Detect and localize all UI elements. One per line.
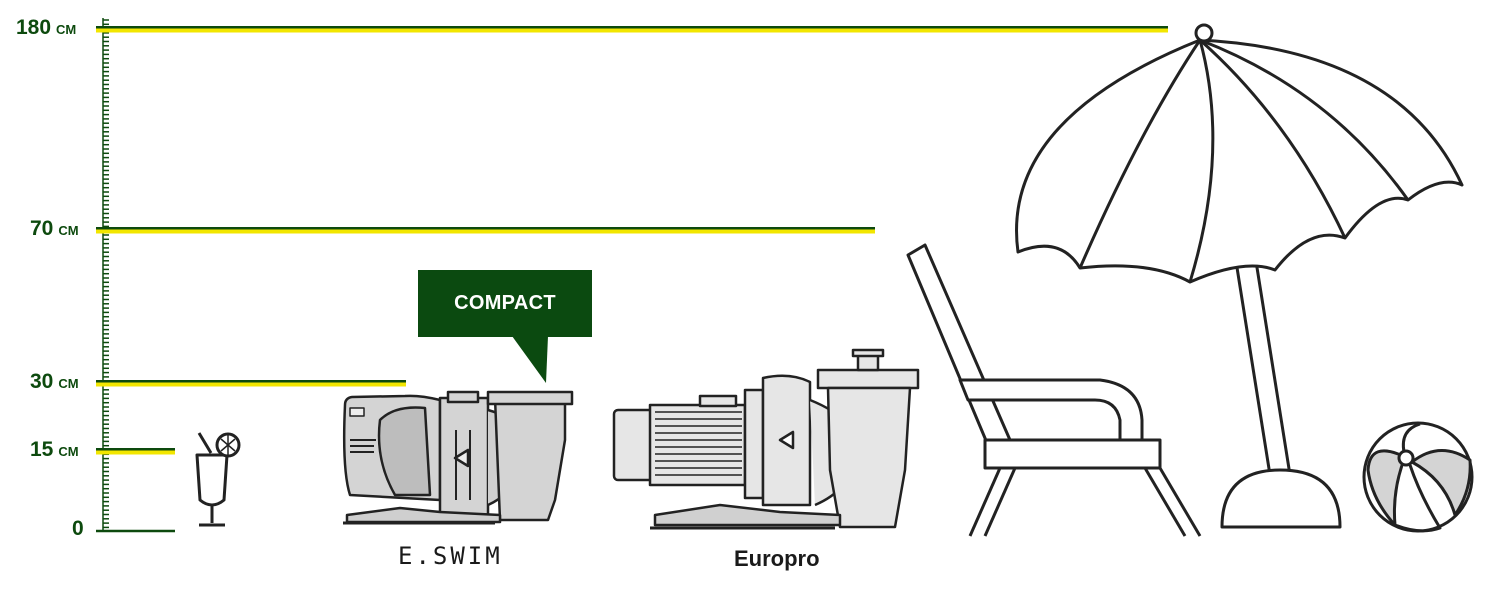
europro-caption: Europro bbox=[734, 546, 820, 571]
lounge-chair-icon bbox=[906, 243, 1202, 537]
compact-callout-label: COMPACT bbox=[454, 292, 556, 314]
level-label-180: 180 CM bbox=[16, 16, 76, 40]
eswim-pump-icon bbox=[342, 390, 574, 525]
cocktail-glass-icon bbox=[195, 432, 241, 527]
level-value: 30 bbox=[30, 370, 54, 393]
europro-pump-icon bbox=[612, 348, 920, 530]
level-label-70: 70 CM bbox=[30, 217, 79, 241]
level-value: 15 bbox=[30, 438, 54, 461]
level-line-180-yellow bbox=[96, 28, 1168, 33]
eswim-caption: E.SWIM bbox=[398, 542, 503, 570]
level-label-30: 30 CM bbox=[30, 370, 79, 394]
beach-umbrella-icon bbox=[1015, 23, 1464, 529]
level-line-15-green bbox=[96, 448, 175, 451]
level-line-15-yellow bbox=[96, 450, 175, 455]
level-label-0: 0 bbox=[72, 517, 84, 541]
level-line-180-green bbox=[96, 26, 1168, 29]
level-value: 70 bbox=[30, 217, 54, 240]
level-value: 0 bbox=[72, 517, 84, 540]
compact-callout: COMPACT bbox=[418, 270, 592, 337]
level-unit: CM bbox=[56, 22, 77, 37]
level-value: 180 bbox=[16, 16, 52, 39]
level-unit: CM bbox=[58, 376, 79, 391]
callout-tail bbox=[512, 336, 548, 383]
beach-ball-icon bbox=[1362, 421, 1474, 533]
level-unit: CM bbox=[58, 444, 79, 459]
level-line-70-yellow bbox=[96, 229, 875, 234]
height-ruler bbox=[102, 18, 109, 531]
level-lines bbox=[96, 26, 1168, 533]
level-line-30-yellow bbox=[96, 382, 406, 387]
level-label-15: 15 CM bbox=[30, 438, 79, 462]
level-line-30-green bbox=[96, 380, 406, 383]
level-unit: CM bbox=[58, 223, 79, 238]
level-line-70-green bbox=[96, 227, 875, 230]
